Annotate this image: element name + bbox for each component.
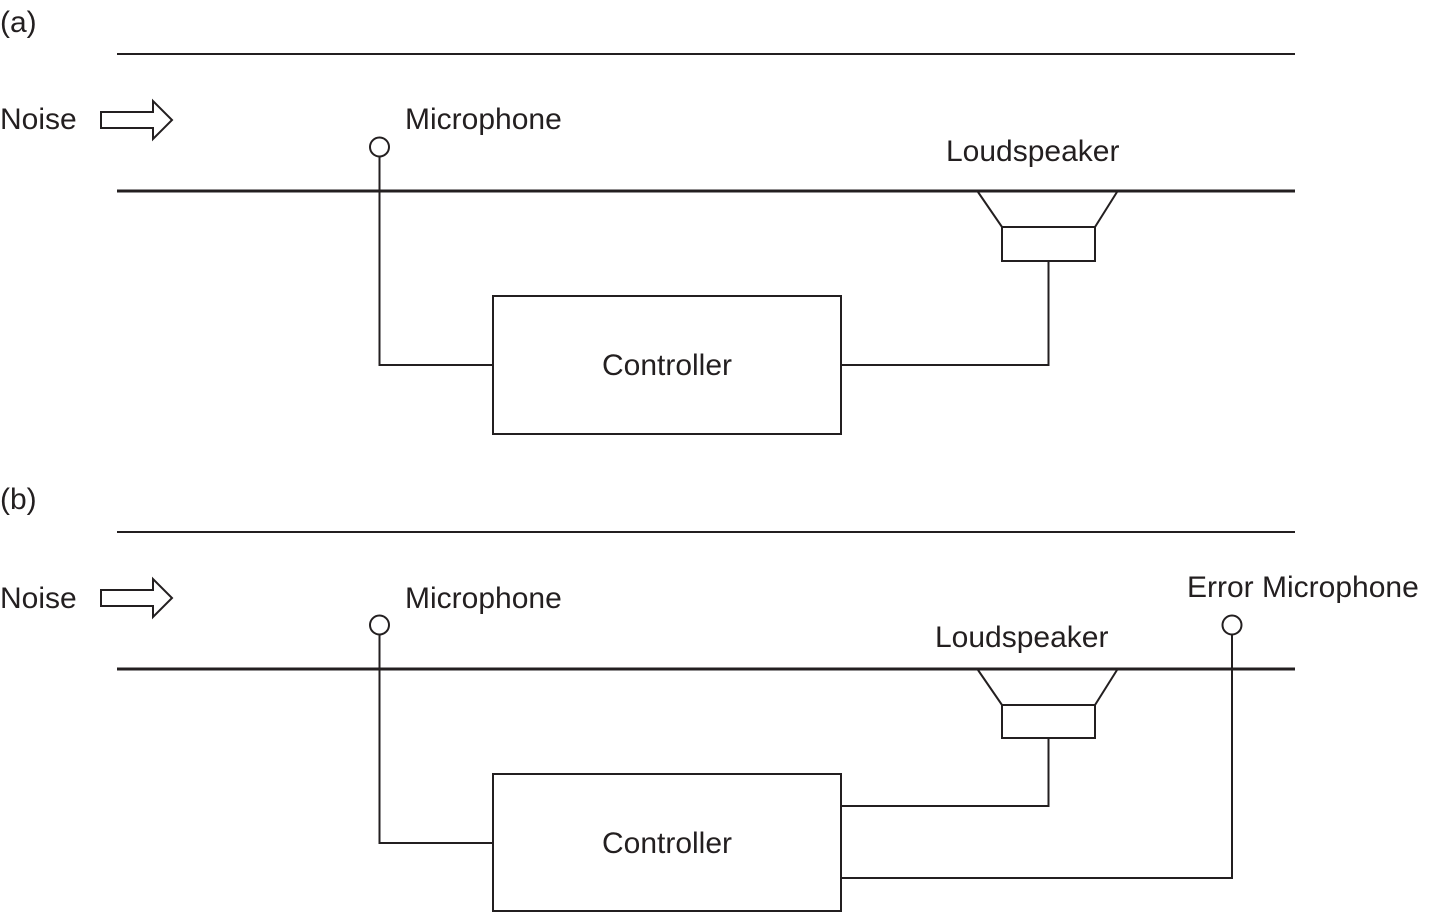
loudspeaker-driver-icon xyxy=(1001,226,1096,262)
panel-a: (a) Noise Microphone Loudspeaker Control… xyxy=(0,6,1295,435)
error-microphone-wire xyxy=(841,635,1233,879)
loudspeaker-label: Loudspeaker xyxy=(946,135,1119,168)
loudspeaker-wire xyxy=(841,261,1050,366)
loudspeaker-cone-icon xyxy=(977,191,1118,228)
microphone-icon xyxy=(369,136,390,158)
error-microphone-icon xyxy=(1221,614,1243,636)
controller-box xyxy=(492,295,842,435)
microphone-label: Microphone xyxy=(405,582,562,615)
panel-b-label: (b) xyxy=(0,483,37,516)
loudspeaker-label: Loudspeaker xyxy=(935,621,1108,654)
noise-arrow-icon xyxy=(100,98,174,142)
controller-label: Controller xyxy=(602,827,732,860)
noise-label: Noise xyxy=(0,582,77,615)
loudspeaker-cone-icon xyxy=(977,669,1118,706)
microphone-icon xyxy=(369,614,390,636)
microphone-wire xyxy=(378,635,493,844)
noise-label: Noise xyxy=(0,103,77,136)
microphone-label: Microphone xyxy=(405,103,562,136)
controller-box xyxy=(492,773,842,912)
panel-b: (b) Noise Microphone Loudspeaker Error M… xyxy=(0,483,1419,912)
noise-arrow-icon xyxy=(100,576,174,620)
microphone-wire xyxy=(378,157,493,366)
loudspeaker-wire xyxy=(841,738,1050,807)
error-microphone-label: Error Microphone xyxy=(1187,571,1419,604)
loudspeaker-driver-icon xyxy=(1001,704,1096,739)
controller-label: Controller xyxy=(602,349,732,382)
panel-a-label: (a) xyxy=(0,6,37,39)
